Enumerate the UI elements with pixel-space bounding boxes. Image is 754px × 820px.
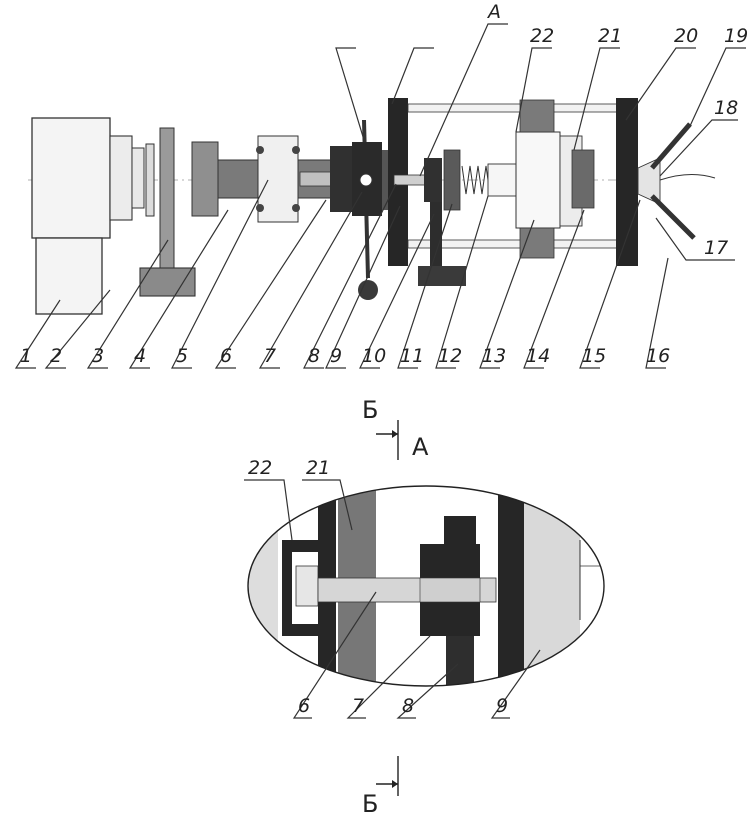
bearing-top-2 xyxy=(292,146,300,154)
label-15: 15 xyxy=(582,345,606,367)
section-mark-a: Б А xyxy=(362,396,429,461)
label-4: 4 xyxy=(134,345,146,367)
detail-frame-dark xyxy=(498,486,524,686)
clamp-pin xyxy=(359,173,373,187)
detail-leaders xyxy=(244,479,541,719)
section-letter-bottom: Б xyxy=(362,790,378,818)
bushing-11 xyxy=(487,163,517,197)
label-8: 8 xyxy=(308,345,320,367)
disc-9 xyxy=(443,149,461,211)
stand-base xyxy=(418,266,466,286)
detail-label-6: 6 xyxy=(298,695,310,717)
label-18: 18 xyxy=(714,97,738,119)
motor-base xyxy=(35,237,103,315)
label-14: 14 xyxy=(526,345,550,367)
label-1: 1 xyxy=(20,345,32,367)
nut-block xyxy=(424,158,442,202)
detail-label-7: 7 xyxy=(352,695,364,717)
bearing-bottom-2 xyxy=(292,204,300,212)
bearing-bottom xyxy=(256,204,264,212)
motor-flange xyxy=(109,135,133,221)
output-wire xyxy=(659,174,716,181)
label-7: 7 xyxy=(264,345,276,367)
label-9: 9 xyxy=(330,345,342,367)
detail-title: А xyxy=(412,433,429,461)
lever-knob xyxy=(358,280,378,300)
main-assembly xyxy=(28,98,716,315)
main-labels: 1 2 3 4 5 6 7 8 9 10 11 12 13 14 15 16 1… xyxy=(20,1,748,367)
label-22: 22 xyxy=(530,25,554,47)
label-2: 2 xyxy=(50,345,62,367)
output-arm-upper xyxy=(650,122,692,170)
bearing-housing xyxy=(257,135,299,223)
detail-label-22: 22 xyxy=(248,457,272,479)
label-11: 11 xyxy=(400,345,424,367)
bearing-top xyxy=(256,146,264,154)
detail-left-edge xyxy=(248,486,278,686)
tie-rod-top xyxy=(407,103,619,113)
flange-disc xyxy=(191,141,219,217)
spring-pack-top xyxy=(519,99,555,133)
frame-plate-right xyxy=(616,98,638,266)
carriage-frame xyxy=(515,131,561,229)
section-letter-top: Б xyxy=(362,396,378,424)
motor-shaft xyxy=(131,147,145,209)
motor-body xyxy=(31,117,111,239)
label-17: 17 xyxy=(704,237,728,259)
detail-bolt-head xyxy=(295,565,319,607)
spring-10 xyxy=(461,165,491,195)
label-10: 10 xyxy=(362,345,386,367)
label-20: 20 xyxy=(674,25,698,47)
output-arm-lower xyxy=(650,194,696,240)
workpiece-19 xyxy=(571,149,595,209)
label-6: 6 xyxy=(220,345,232,367)
main-leaders xyxy=(14,23,746,369)
label-5: 5 xyxy=(176,345,188,367)
support-block xyxy=(139,267,196,297)
detail-ellipse-border xyxy=(247,485,605,687)
detail-label-21: 21 xyxy=(306,457,330,479)
detail-labels: 22 21 6 7 8 9 xyxy=(248,457,508,717)
label-21: 21 xyxy=(598,25,622,47)
stand-post xyxy=(430,202,442,268)
detail-label-9: 9 xyxy=(496,695,508,717)
section-mark-b: Б xyxy=(362,756,399,818)
detail-stand-8 xyxy=(446,636,474,686)
coupling-disc xyxy=(145,143,155,217)
detail-view xyxy=(247,485,605,687)
label-12: 12 xyxy=(438,345,462,367)
label-13: 13 xyxy=(482,345,506,367)
label-19: 19 xyxy=(724,25,748,47)
label-3: 3 xyxy=(92,345,104,367)
label-callout-a: А xyxy=(486,1,501,23)
detail-label-8: 8 xyxy=(402,695,414,717)
detail-nut-top xyxy=(444,516,476,546)
belt-pulley xyxy=(159,127,175,269)
label-16: 16 xyxy=(646,345,670,367)
